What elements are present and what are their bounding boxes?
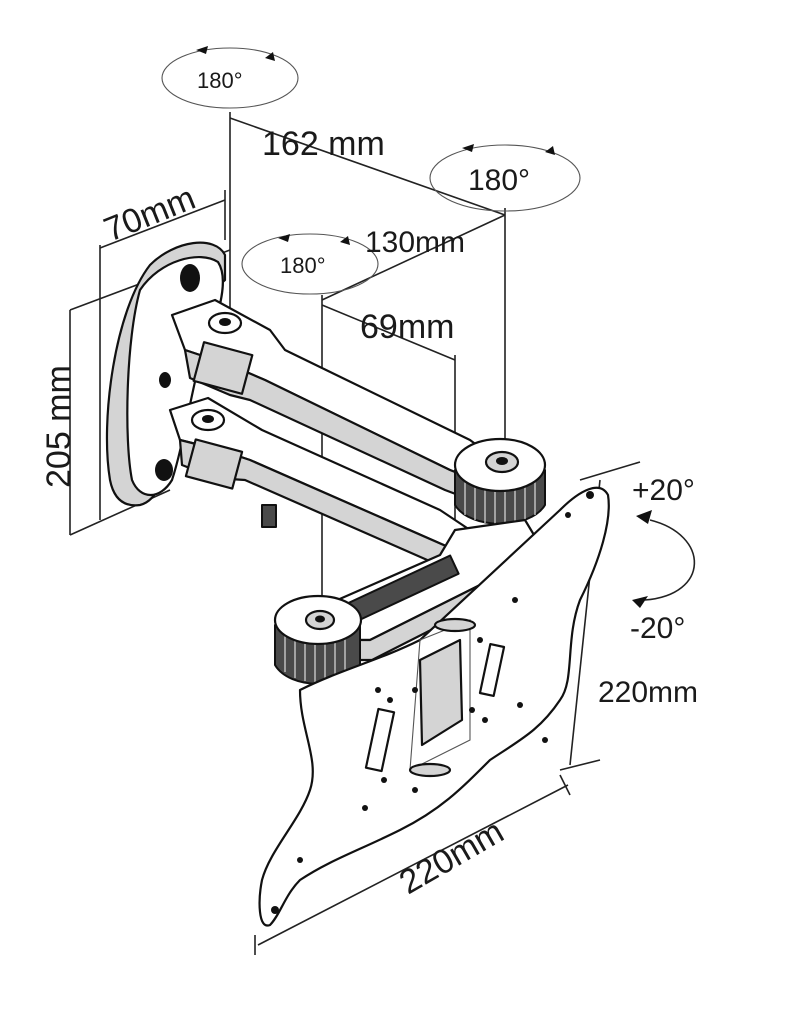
vesa-plate <box>258 486 610 927</box>
rotation-arrow-icon <box>196 46 275 61</box>
arm-length-130: 130mm <box>365 226 465 259</box>
vesa-width-label: 220mm <box>393 812 510 902</box>
rotation-ellipse-lower <box>241 233 379 295</box>
arm-length-162: 162 mm <box>262 125 385 163</box>
rotation-arrow-icon <box>462 144 555 155</box>
arm-length-69: 69mm <box>360 308 454 346</box>
vesa-height-label: 220mm <box>598 676 698 709</box>
wall-plate-width-label: 70mm <box>99 179 201 250</box>
rotation-label-top: 180° <box>197 68 243 93</box>
middle-pivot <box>453 437 547 525</box>
rotation-label-middle: 180° <box>468 164 530 197</box>
upper-arm <box>170 298 512 512</box>
screen-pivot <box>273 594 363 685</box>
rotation-ellipse-middle <box>429 144 581 212</box>
rotation-indicators <box>161 46 581 295</box>
tilt-up-label: +20° <box>632 474 695 507</box>
tilt-down-label: -20° <box>630 612 685 645</box>
lower-arm <box>168 396 472 572</box>
tilt-indicator <box>632 510 696 608</box>
rotation-arrow-icon <box>278 234 350 245</box>
tilt-arrow-icon <box>632 510 652 608</box>
rotation-label-lower: 180° <box>280 253 326 278</box>
rotation-ellipse-top <box>161 47 299 109</box>
dimension-lines <box>69 112 641 955</box>
wall-plate-height-label: 205 mm <box>40 365 78 488</box>
